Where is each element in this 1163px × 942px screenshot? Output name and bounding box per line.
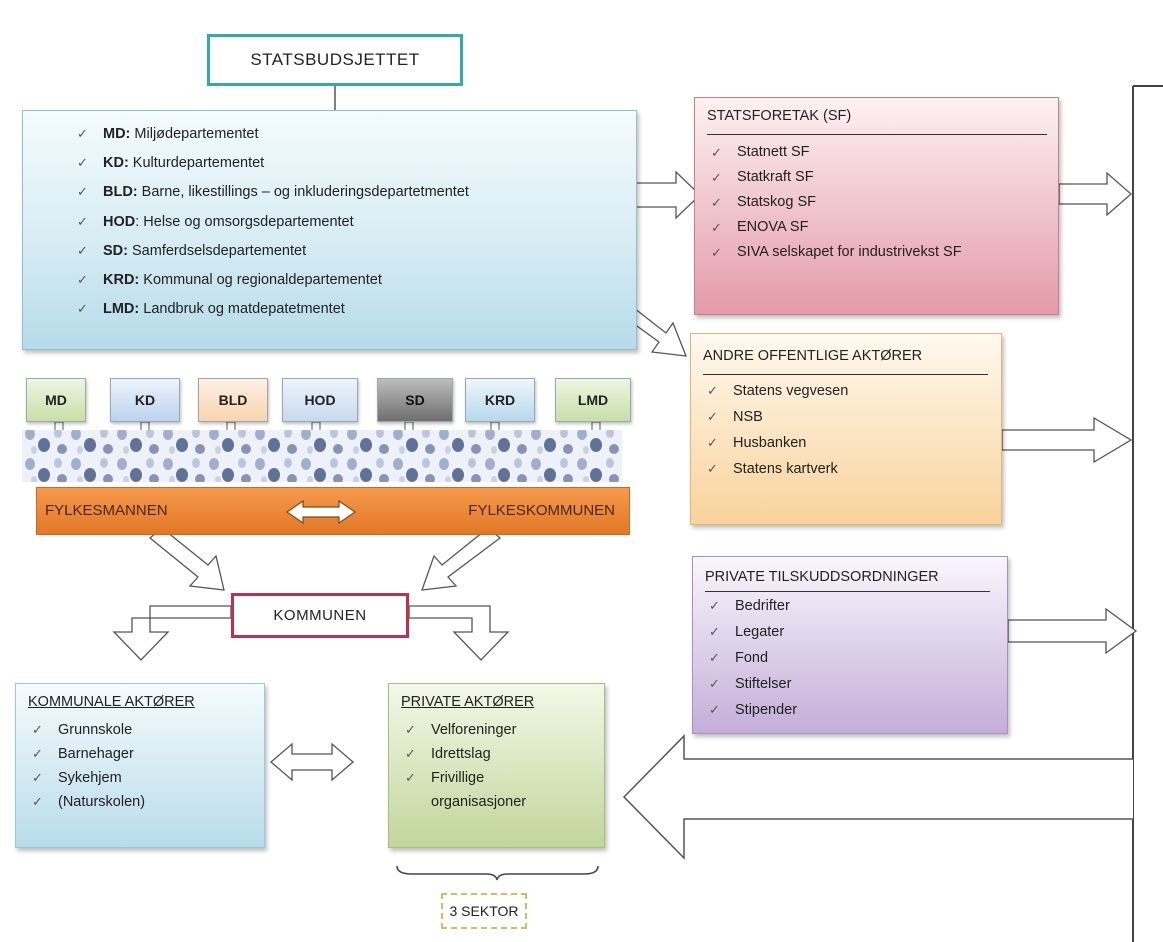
arrow-kommunen-to-kommunale: [112, 605, 232, 661]
statsforetak-list: Statnett SF Statkraft SF Statskog SF ENO…: [707, 140, 962, 265]
department-item-krd: KRD: Kommunal og regionaldepartementet: [73, 269, 469, 298]
arrow-fylkeskommunen-to-kommunen: [421, 527, 502, 591]
list-item: Frivillige organisasjoner: [401, 766, 541, 814]
andre-title: ANDRE OFFENTLIGE AKTØRER: [703, 348, 923, 364]
list-item: Velforeninger: [401, 718, 591, 742]
arrow-budget-to-statsforetak: [625, 170, 701, 220]
privtils-list: Bedrifter Legater Fond Stiftelser Stipen…: [705, 593, 797, 723]
arrow-statsforetak-out: [1058, 171, 1132, 217]
private-title: PRIVATE AKTØRER: [401, 694, 535, 710]
department-list-box: MD: Miljødepartementet KD: Kulturdeparte…: [22, 110, 637, 350]
private-tilskudd-box: PRIVATE TILSKUDDSORDNINGER Bedrifter Leg…: [692, 556, 1008, 734]
statsforetak-box: STATSFORETAK (SF) Statnett SF Statkraft …: [694, 97, 1059, 315]
kommunen-box: KOMMUNEN: [231, 593, 409, 638]
department-item-lmd: LMD: Landbruk og matdepatetmentet: [73, 298, 469, 327]
dept-box-lmd: LMD: [555, 378, 631, 422]
department-item-hod: HOD: Helse og omsorgsdepartementet: [73, 211, 469, 240]
fylkeskommunen-label: FYLKESKOMMUNEN: [468, 502, 615, 519]
list-item: Statens vegvesen: [703, 378, 848, 404]
andre-divider: [703, 374, 988, 375]
list-item: Stipender: [705, 697, 797, 723]
fylkesmannen-label: FYLKESMANNEN: [45, 502, 168, 519]
statsforetak-divider: [707, 134, 1047, 135]
list-item: Stiftelser: [705, 671, 797, 697]
dept-box-sd: SD: [377, 378, 453, 422]
list-item: Grunnskole: [28, 718, 145, 742]
arrow-fylkesmannen-to-kommunen: [148, 527, 225, 591]
privtils-divider: [705, 591, 990, 592]
list-item: Fond: [705, 645, 797, 671]
kommunale-list: Grunnskole Barnehager Sykehjem (Natursko…: [28, 718, 145, 814]
regional-bar: FYLKESMANNEN FYLKESKOMMUNEN: [36, 487, 630, 535]
list-item: Statkraft SF: [707, 165, 962, 190]
list-item: Statskog SF: [707, 190, 962, 215]
andre-list: Statens vegvesen NSB Husbanken Statens k…: [703, 378, 848, 482]
kommunale-title: KOMMUNALE AKTØRER: [28, 694, 195, 710]
dept-box-hod: HOD: [282, 378, 358, 422]
list-item: Legater: [705, 619, 797, 645]
decorative-texture: [22, 430, 622, 482]
list-item: Statens kartverk: [703, 456, 848, 482]
statsforetak-title: STATSFORETAK (SF): [707, 108, 852, 124]
sektor-label: 3 SEKTOR: [441, 893, 527, 929]
double-arrow-regional: [285, 499, 357, 525]
list-item: Bedrifter: [705, 593, 797, 619]
list-item: Statnett SF: [707, 140, 962, 165]
list-item: ENOVA SF: [707, 215, 962, 240]
list-item: (Naturskolen): [28, 790, 145, 814]
arrow-budget-to-andre: [625, 307, 688, 357]
arrow-kommunen-to-private: [408, 605, 510, 661]
dept-box-krd: KRD: [465, 378, 535, 422]
list-item: Husbanken: [703, 430, 848, 456]
department-list: MD: Miljødepartementet KD: Kulturdeparte…: [73, 123, 469, 327]
list-item: Sykehjem: [28, 766, 145, 790]
list-item: Idrettslag: [401, 742, 591, 766]
double-arrow-kommunale-private: [270, 742, 354, 782]
private-aktorer-box: PRIVATE AKTØRER Velforeninger Idrettslag…: [388, 683, 605, 848]
kommunale-aktorer-box: KOMMUNALE AKTØRER Grunnskole Barnehager …: [15, 683, 265, 848]
dept-box-kd: KD: [110, 378, 180, 422]
arrow-privtils-out: [1007, 607, 1138, 655]
list-item: SIVA selskapet for industrivekst SF: [707, 240, 962, 265]
statsbudsjettet-title: STATSBUDSJETTET: [207, 34, 463, 86]
privtils-title: PRIVATE TILSKUDDSORDNINGER: [705, 569, 939, 585]
arrow-andre-out: [1001, 416, 1133, 464]
list-item: NSB: [703, 404, 848, 430]
dept-box-bld: BLD: [198, 378, 268, 422]
department-item-bld: BLD: Barne, likestillings – og inkluderi…: [73, 181, 469, 210]
andre-offentlige-box: ANDRE OFFENTLIGE AKTØRER Statens vegvese…: [690, 333, 1002, 525]
department-item-sd: SD: Samferdselsdepartementet: [73, 240, 469, 269]
department-item-md: MD: Miljødepartementet: [73, 123, 469, 152]
dept-box-md: MD: [26, 378, 86, 422]
department-item-kd: KD: Kulturdepartementet: [73, 152, 469, 181]
list-item: Barnehager: [28, 742, 145, 766]
sektor-brace: [396, 865, 599, 881]
arrow-return-to-private: [622, 734, 1133, 860]
private-list: Velforeninger Idrettslag Frivillige orga…: [401, 718, 591, 814]
